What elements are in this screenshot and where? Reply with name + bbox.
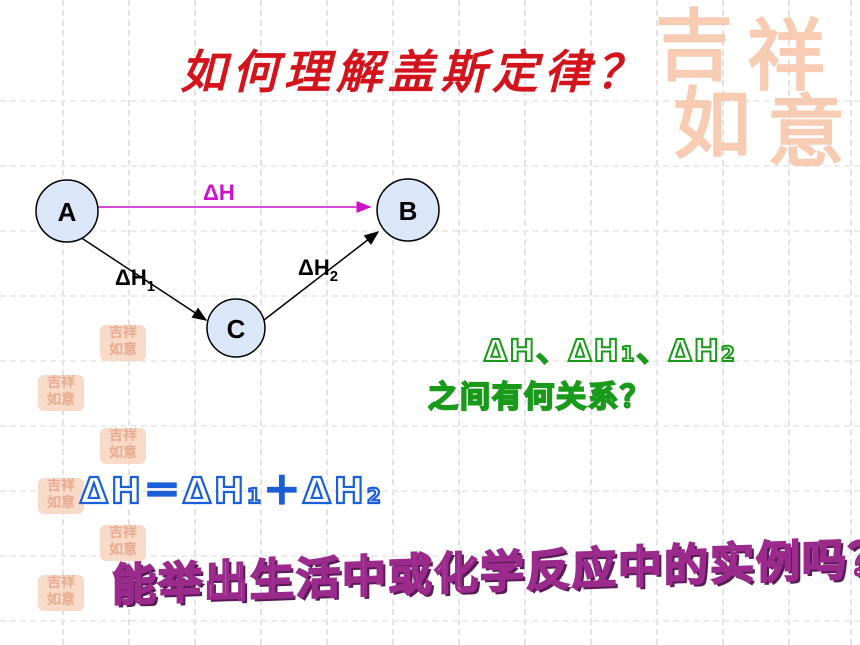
decorative-seal-small: 吉祥如意: [38, 478, 84, 514]
grid-line: [0, 100, 860, 102]
decorative-seal-small: 吉祥如意: [38, 575, 84, 611]
seal-char: 吉: [655, 1, 734, 92]
hess-law-formula: ΔH＝ΔH1＋ΔH2: [79, 470, 384, 513]
grid-line: [0, 295, 860, 297]
edge-label-dh1: ΔH1: [115, 265, 155, 295]
seal-char: 祥: [747, 11, 826, 102]
decorative-seal-small: 吉祥如意: [38, 375, 84, 411]
decorative-seal-small: 吉祥如意: [100, 525, 146, 561]
decorative-seal-large: 吉 祥 如 意: [655, 8, 860, 183]
edge-c-to-b: [263, 231, 380, 321]
grid-line: [326, 0, 328, 645]
grid-line: [0, 360, 860, 362]
edge-label-dh2: ΔH2: [298, 255, 338, 285]
grid-line: [0, 555, 860, 557]
grid-line: [0, 490, 860, 492]
node-c-label: C: [227, 314, 246, 344]
grid-line: [656, 0, 658, 645]
relation-question: ΔH、ΔH1、ΔH2 之间有何关系？: [427, 330, 788, 420]
grid-line: [0, 620, 860, 622]
node-a-label: A: [58, 197, 77, 227]
grid-line: [0, 425, 860, 427]
grid-line: [722, 0, 724, 645]
grid-line: [62, 0, 64, 645]
grid-line: [524, 0, 526, 645]
grid-line: [392, 0, 394, 645]
grid-line: [590, 0, 592, 645]
node-b-label: B: [399, 196, 418, 226]
edge-a-to-c: [79, 236, 208, 321]
grid-line: [128, 0, 130, 645]
question-line-1: ΔH、ΔH1、ΔH2: [483, 333, 737, 370]
grid-line: [0, 165, 860, 167]
node-b: [376, 178, 440, 242]
question-line-2: 之间有何关系？: [427, 379, 652, 416]
grid-line: [458, 0, 460, 645]
edge-label-dh: ΔH: [203, 180, 235, 205]
decorative-seal-small: 吉祥如意: [100, 325, 146, 361]
grid-line: [194, 0, 196, 645]
grid-line: [850, 0, 852, 645]
grid-line: [788, 0, 790, 645]
decorative-seal-small: 吉祥如意: [100, 428, 146, 464]
node-c: [206, 298, 266, 358]
node-a: [35, 179, 99, 243]
page-title: 如何理解盖斯定律？: [180, 45, 648, 99]
seal-char: 如: [673, 79, 752, 170]
seal-char: 意: [767, 87, 846, 178]
